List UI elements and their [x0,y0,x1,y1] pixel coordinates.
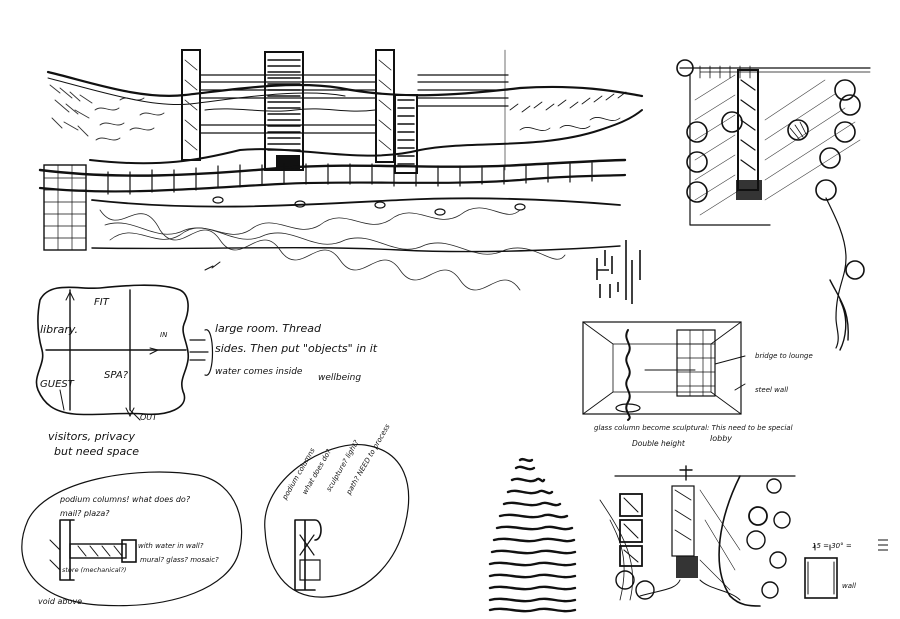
note-privacy-1: visitors, privacy [48,430,136,443]
elevation-sketch [38,49,644,291]
note-large-room-1: large room. Thread [215,322,322,335]
note-void-above: void above. [38,597,85,606]
note-mural: mural? glass? mosaic? [140,556,219,564]
tower-texture-sketch [488,457,577,613]
note-oval2-d: path? NEED to process [344,423,392,497]
note-large-room-2: sides. Then put "objects" in it [215,342,378,355]
oval-sketch-left [21,471,243,607]
label-library: library. [40,323,78,336]
note-wall: wall [842,582,856,590]
lobby-plan-sketch [599,465,838,607]
note-dims: 15 = 30° = [812,542,852,550]
label-fit: FIT [94,297,110,308]
label-spa: SPA? [104,370,129,381]
note-wellbeing: wellbeing [318,373,361,383]
note-column-2: mail? plaza? [60,509,110,518]
label-guest: GUEST [40,379,75,390]
note-steel-wall: steel wall [755,386,788,394]
perspective-sketch [582,321,746,421]
label-in: IN [160,331,168,339]
note-double-height: Double height [632,439,686,448]
note-store: store (mechanical?) [62,566,126,574]
note-privacy-2: but need space [54,445,139,458]
bubble-diagram [35,284,214,421]
note-column-1: podium columns! what does do? [59,495,191,504]
plan-sketch [676,59,871,351]
note-bridge: bridge to lounge [755,352,813,360]
oval-sketch-right [264,444,410,598]
note-water: water comes inside [215,367,303,377]
label-out: OUT [140,413,158,422]
oval2-notes: podium columns what does do? sculpture? … [280,423,392,502]
note-lobby: lobby [710,434,732,443]
dims-marks [878,539,888,551]
note-sculptural: glass column become sculptural: This nee… [594,424,793,432]
small-section-icon [596,240,641,304]
note-water-wall: with water in wall? [138,542,204,550]
